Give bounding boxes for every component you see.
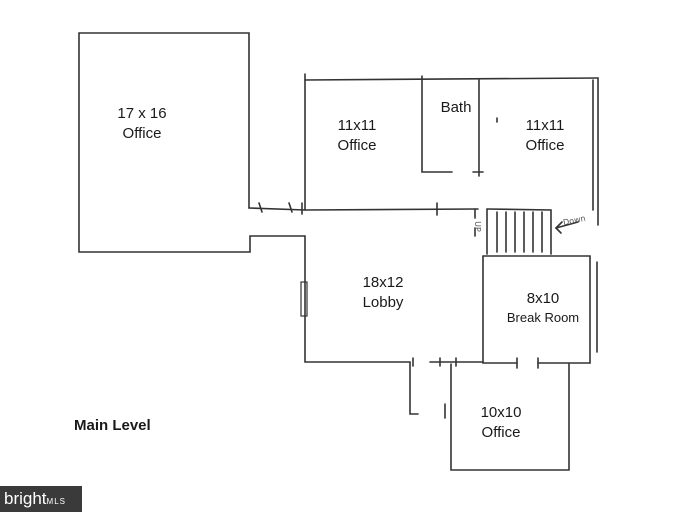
wall-office-17x16-left bbox=[78, 32, 306, 253]
wall-break-room bbox=[482, 255, 591, 364]
room-office-10x10: 10x10 Office bbox=[471, 403, 531, 443]
watermark-brand: bright bbox=[4, 489, 47, 508]
wall-office-17x16 bbox=[78, 32, 250, 209]
level-title: Main Level bbox=[74, 417, 151, 434]
room-name: Bath bbox=[440, 99, 472, 116]
stair bbox=[474, 208, 579, 255]
wall-lobby-left bbox=[304, 235, 411, 363]
wall-bath-left bbox=[421, 75, 453, 173]
room-name: Lobby bbox=[362, 294, 404, 311]
room-bath: Bath bbox=[431, 98, 481, 118]
wall-office-10x10 bbox=[450, 363, 570, 471]
stair-up-note: UP bbox=[472, 221, 482, 232]
room-size: 11x11 bbox=[337, 117, 377, 134]
room-name: Break Room bbox=[506, 310, 580, 325]
room-name: Office bbox=[122, 125, 162, 142]
room-office-11x11-right: 11x11 Office bbox=[515, 116, 575, 156]
wall-corridor-top bbox=[248, 207, 479, 211]
watermark-suffix: MLS bbox=[46, 497, 66, 506]
room-size: 8x10 bbox=[526, 290, 560, 307]
room-name: Office bbox=[525, 137, 565, 154]
room-lobby: 18x12 Lobby bbox=[353, 273, 413, 313]
room-name: Office bbox=[481, 424, 521, 441]
room-size: 18x12 bbox=[362, 274, 404, 291]
room-size: 17 x 16 bbox=[117, 105, 167, 122]
room-size: 10x10 bbox=[480, 404, 522, 421]
wall-top-block bbox=[304, 77, 599, 81]
room-office-11x11-left: 11x11 Office bbox=[327, 116, 387, 156]
room-size: 11x11 bbox=[525, 117, 565, 134]
room-break-room: 8x10 Break Room bbox=[498, 289, 588, 327]
brightmls-logo: brightMLS bbox=[0, 486, 82, 512]
room-name: Office bbox=[337, 137, 377, 154]
room-office-17x16: 17 x 16 Office bbox=[112, 104, 172, 144]
